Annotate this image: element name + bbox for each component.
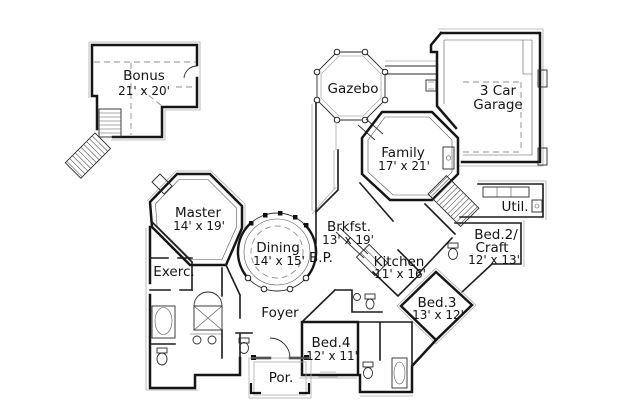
room-label-gazebo: Gazebo xyxy=(328,81,379,97)
room-label-bed4: Bed.4 xyxy=(311,335,350,351)
room-label-foyer: Foyer xyxy=(261,305,299,321)
powder-bath xyxy=(300,288,383,324)
room-kitchen xyxy=(335,181,457,298)
room-dining xyxy=(236,211,318,293)
room-label-kitchen: Kitchen xyxy=(374,254,425,270)
kitchen-island xyxy=(355,243,389,277)
room-bed2-craft xyxy=(447,220,525,294)
covered-walkway xyxy=(357,60,437,141)
gazebo-posts xyxy=(313,48,389,124)
room-dims-bonus: 21' x 20' xyxy=(118,84,170,98)
exercise-bath-wing xyxy=(145,225,253,391)
room-label-butlers-pantry: B.P. xyxy=(309,250,333,266)
sink-icon xyxy=(353,293,361,301)
toilet-icon xyxy=(238,337,250,354)
room-dims-bed4: 12' x 11' xyxy=(306,349,358,363)
entry-door-arc xyxy=(269,337,291,359)
room-dims-breakfast: 13' x 19' xyxy=(322,233,374,247)
room-label-master: Master xyxy=(175,205,222,221)
bay-window xyxy=(151,173,173,195)
dining-columns xyxy=(244,211,310,293)
room-label-utility: Util. xyxy=(502,199,529,215)
room-dims-kitchen: 11' x 16' xyxy=(374,267,426,281)
fireplace-icon xyxy=(442,146,455,170)
toilet-icon xyxy=(362,361,374,379)
room-label-porch: Por. xyxy=(269,370,294,386)
toilet-icon xyxy=(447,242,459,260)
room-foyer xyxy=(224,263,312,399)
room-dims-bed3: 13' x 12' xyxy=(412,308,464,322)
room-master xyxy=(146,170,246,291)
room-label-garage-2: Garage xyxy=(473,97,522,113)
room-breakfast xyxy=(311,102,339,244)
utility-counter xyxy=(482,186,543,213)
room-garage xyxy=(429,28,548,167)
room-label-bed3: Bed.3 xyxy=(417,295,456,311)
sink-icon xyxy=(207,335,217,345)
room-dims-family: 17' x 21' xyxy=(378,159,430,173)
room-utility xyxy=(459,180,547,220)
sink-icon xyxy=(192,335,202,345)
room-label-bed2-1: Bed.2/ xyxy=(474,227,518,243)
shower-icon xyxy=(193,291,223,331)
room-label-garage-1: 3 Car xyxy=(480,83,517,99)
room-bonus xyxy=(64,41,201,179)
staircase-main xyxy=(427,174,480,228)
staircase-bonus xyxy=(64,108,122,179)
room-label-bed2-2: Craft xyxy=(475,240,508,256)
room-label-dining: Dining xyxy=(256,240,300,256)
room-label-breakfast: Brkfst. xyxy=(327,219,371,235)
room-labels: Bonus 21' x 20' Gazebo 3 Car Garage Fami… xyxy=(118,68,528,386)
room-dims-dining: 14' x 15' xyxy=(253,254,305,268)
room-gazebo xyxy=(313,48,437,141)
bathtub-icon xyxy=(151,305,176,339)
room-dims-bed2: 12' x 13' xyxy=(468,253,520,267)
toilet-icon xyxy=(364,293,376,310)
room-label-family: Family xyxy=(381,145,424,161)
room-label-exercise: Exerc. xyxy=(153,264,194,280)
room-bed4 xyxy=(299,320,438,397)
room-dims-master: 14' x 19' xyxy=(173,219,225,233)
bathtub-icon xyxy=(391,357,408,389)
room-label-bonus: Bonus xyxy=(123,68,165,84)
toilet-icon xyxy=(156,347,168,366)
porch xyxy=(248,357,312,399)
